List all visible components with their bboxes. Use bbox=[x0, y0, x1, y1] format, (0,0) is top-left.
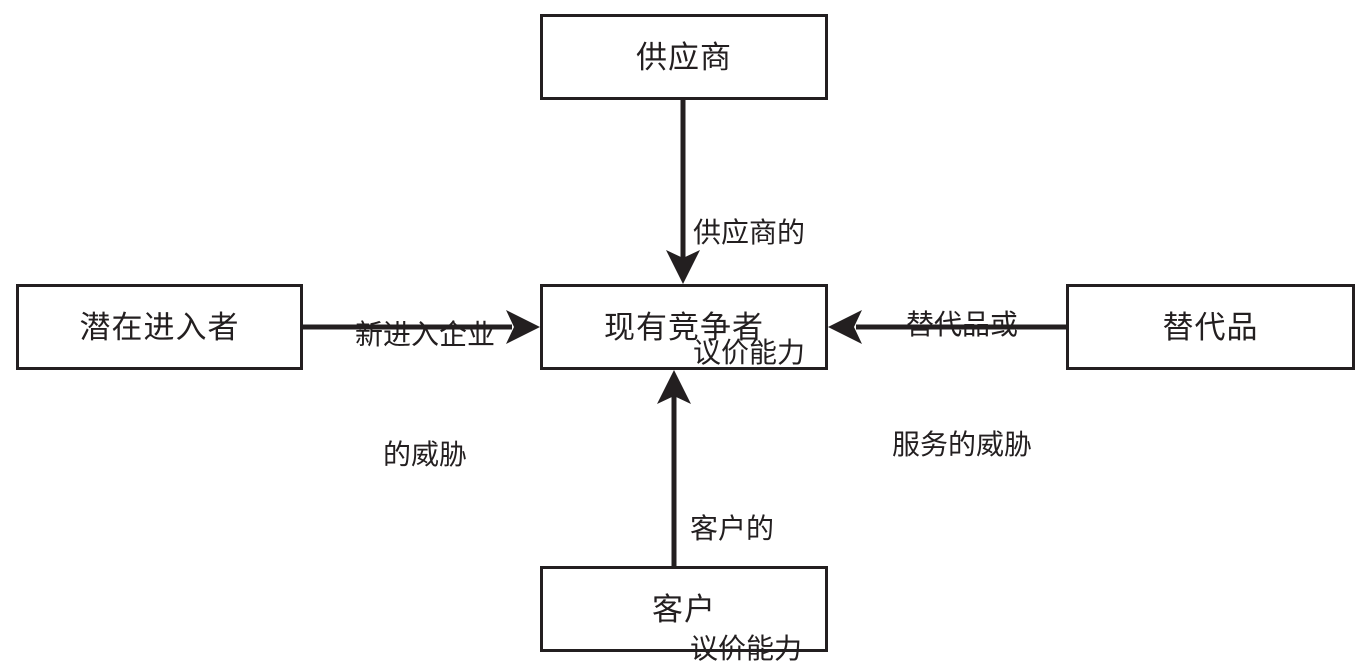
node-potential-entrants-label: 潜在进入者 bbox=[79, 309, 240, 345]
edge-label-threat-of-substitutes-line2: 服务的威胁 bbox=[891, 430, 1032, 461]
edge-label-threat-of-new-entrants-line1: 新进入企业 bbox=[354, 320, 495, 351]
edge-label-customer-bargaining-power-line2: 议价能力 bbox=[690, 634, 803, 664]
edge-label-threat-of-substitutes: 替代品或 服务的威胁 bbox=[872, 226, 1052, 546]
node-potential-entrants[interactable]: 潜在进入者 bbox=[16, 284, 303, 370]
edge-label-customer-bargaining-power-line1: 客户的 bbox=[690, 514, 775, 545]
edge-label-threat-of-substitutes-line1: 替代品或 bbox=[905, 310, 1018, 341]
edge-label-customer-bargaining-power: 客户的 议价能力 bbox=[690, 430, 802, 664]
node-existing-competitors-label: 现有竞争者 bbox=[604, 309, 764, 345]
arrow-customer-to-rivals bbox=[657, 370, 691, 566]
edge-label-threat-of-new-entrants-line2: 的威胁 bbox=[382, 440, 467, 471]
edge-label-supplier-bargaining-power-line1: 供应商的 bbox=[693, 218, 806, 249]
node-existing-competitors[interactable]: 现有竞争者 bbox=[540, 284, 828, 370]
node-supplier-label: 供应商 bbox=[636, 39, 732, 75]
edge-label-threat-of-new-entrants: 新进入企业 的威胁 bbox=[327, 236, 523, 556]
node-customers[interactable]: 客户 bbox=[540, 566, 828, 652]
node-substitutes[interactable]: 替代品 bbox=[1066, 284, 1355, 370]
edge-label-supplier-bargaining-power-line2: 议价能力 bbox=[693, 338, 806, 369]
node-substitutes-label: 替代品 bbox=[1162, 309, 1259, 345]
node-supplier[interactable]: 供应商 bbox=[540, 14, 828, 100]
node-customers-label: 客户 bbox=[652, 591, 716, 627]
edge-label-supplier-bargaining-power: 供应商的 议价能力 bbox=[693, 134, 805, 454]
